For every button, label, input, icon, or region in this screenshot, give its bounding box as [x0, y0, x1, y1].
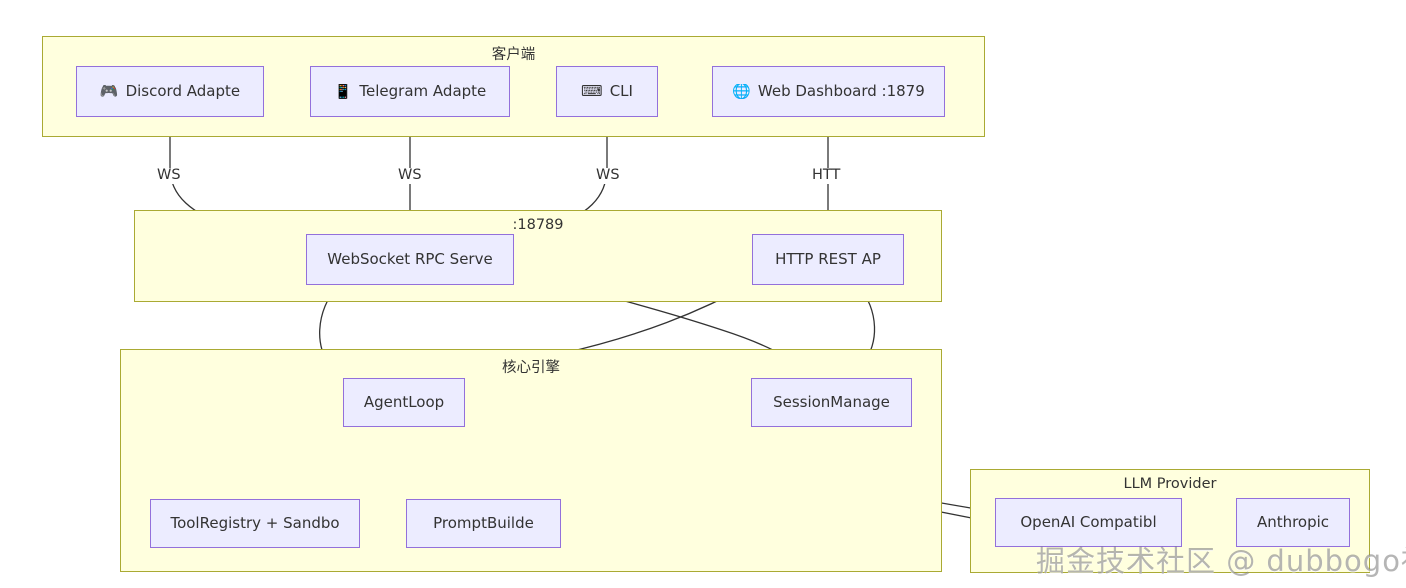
node-openai-compatible[interactable]: OpenAI Compatibl [995, 498, 1182, 547]
node-web-inner: 🌐 Web Dashboard :1879 [713, 84, 944, 99]
node-telegram-inner: 📱 Telegram Adapte [311, 84, 509, 99]
node-prompt-inner: PromptBuilde [407, 516, 560, 531]
node-tool-registry-sandbox[interactable]: ToolRegistry + Sandbo [150, 499, 360, 548]
node-openai-inner: OpenAI Compatibl [996, 515, 1181, 530]
globe-icon: 🌐 [732, 84, 751, 99]
edge-label-ws-telegram: WS [396, 168, 424, 184]
node-openai-label: OpenAI Compatibl [1020, 515, 1157, 530]
subgraph-llm-title: LLM Provider [1123, 476, 1217, 492]
node-wsrpc-inner: WebSocket RPC Serve [307, 252, 513, 267]
mobile-phone-icon: 📱 [333, 84, 353, 99]
node-cli-label: CLI [609, 84, 633, 99]
node-httpapi-inner: HTTP REST AP [753, 252, 903, 267]
node-agentloop-inner: AgentLoop [344, 395, 464, 410]
node-http-rest-api[interactable]: HTTP REST AP [752, 234, 904, 285]
node-anthropic[interactable]: Anthropic [1236, 498, 1350, 547]
node-discord-inner: 🎮 Discord Adapte [77, 84, 263, 99]
node-web-label: Web Dashboard :1879 [757, 84, 925, 99]
edge-label-ws-cli: WS [594, 168, 622, 184]
node-anthropic-inner: Anthropic [1237, 515, 1349, 530]
node-telegram-adapter[interactable]: 📱 Telegram Adapte [310, 66, 510, 117]
node-cli[interactable]: ⌨ CLI [556, 66, 658, 117]
node-prompt-builder[interactable]: PromptBuilde [406, 499, 561, 548]
node-tools-inner: ToolRegistry + Sandbo [151, 516, 359, 531]
subgraph-gateway-title: :18789 [512, 217, 564, 233]
node-cli-inner: ⌨ CLI [557, 84, 657, 99]
node-anthropic-label: Anthropic [1256, 515, 1330, 530]
node-discord-adapter[interactable]: 🎮 Discord Adapte [76, 66, 264, 117]
node-websocket-rpc-server[interactable]: WebSocket RPC Serve [306, 234, 514, 285]
node-prompt-label: PromptBuilde [433, 516, 534, 531]
subgraph-core-title: 核心引擎 [502, 360, 560, 376]
keyboard-icon: ⌨ [581, 84, 603, 99]
edge-label-http-web: HTT [810, 168, 843, 184]
node-wsrpc-label: WebSocket RPC Serve [327, 252, 493, 267]
node-session-label: SessionManage [773, 395, 890, 410]
edge-label-ws-discord: WS [155, 168, 183, 184]
node-session-manager[interactable]: SessionManage [751, 378, 912, 427]
gamepad-icon: 🎮 [99, 84, 119, 99]
node-agentloop-label: AgentLoop [363, 395, 445, 410]
node-agentloop[interactable]: AgentLoop [343, 378, 465, 427]
node-tools-label: ToolRegistry + Sandbo [170, 516, 340, 531]
node-discord-label: Discord Adapte [125, 84, 241, 99]
node-telegram-label: Telegram Adapte [359, 84, 487, 99]
node-session-inner: SessionManage [752, 395, 911, 410]
node-web-dashboard[interactable]: 🌐 Web Dashboard :1879 [712, 66, 945, 117]
subgraph-clients-title: 客户端 [491, 47, 536, 63]
node-httpapi-label: HTTP REST AP [775, 252, 881, 267]
